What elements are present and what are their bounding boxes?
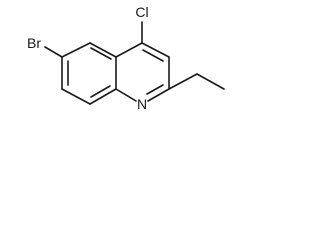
bond-c4a-c4 xyxy=(115,42,143,58)
bond-c8-c8a xyxy=(89,88,117,105)
bond-c4-c3 xyxy=(141,42,170,58)
quinoline-structure-diagram: Cl Br N xyxy=(27,4,225,112)
bond-c7-c8 xyxy=(61,88,91,105)
bond-c8-c8a-double xyxy=(90,85,111,98)
bond-c4a-c5 xyxy=(89,42,117,58)
bond-c6-br xyxy=(44,46,63,58)
bond-ethyl-ch2-ch3 xyxy=(196,73,225,90)
bond-n1-c8a xyxy=(115,88,137,102)
bond-c4-c3-double xyxy=(142,49,164,62)
bond-c4a-c5-double xyxy=(90,47,112,60)
atom-label-nitrogen: N xyxy=(137,96,147,112)
bond-c2-ethyl-ch2 xyxy=(168,73,198,90)
atom-label-bromine: Br xyxy=(27,35,41,51)
atom-label-chlorine: Cl xyxy=(135,4,148,20)
bond-c5-c6 xyxy=(61,42,91,58)
bond-c2-n1 xyxy=(147,88,170,102)
bond-c2-n1-double xyxy=(146,84,164,95)
